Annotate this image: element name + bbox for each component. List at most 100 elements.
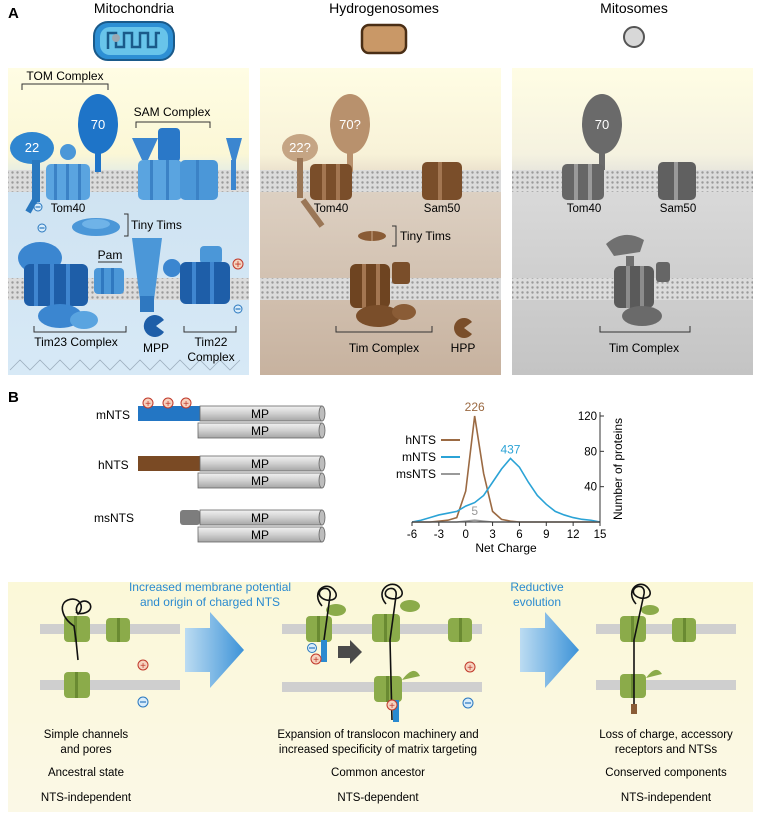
peak-label: 226 — [465, 400, 485, 414]
hydro-tim-complex-label: Tim Complex — [349, 341, 419, 355]
mitosome-sam50-channel: Sam50 — [658, 162, 696, 215]
stage-1-dependency: NTS-independent — [41, 792, 132, 804]
sam-complex — [132, 128, 242, 200]
mpp-label: MPP — [143, 341, 169, 355]
stage-3-captions: Loss of charge, accessory receptors and … — [599, 729, 733, 804]
mnts-mp-label-2: MP — [251, 424, 269, 438]
chart-legend: hNTS mNTS msNTS — [396, 433, 460, 481]
y-tick-label: 40 — [584, 482, 597, 494]
tom40-label: Tom40 — [51, 203, 86, 215]
x-tick-label: 0 — [463, 529, 469, 541]
mitosome-tom70-receptor: 70 — [582, 94, 622, 170]
hydrogenosomes-title: Hydrogenosomes — [329, 0, 439, 16]
hydro-tiny-tims: Tiny Tims — [358, 225, 451, 247]
ancestral-state-illustration: + — [40, 598, 180, 708]
stage-1-state: Ancestral state — [48, 767, 124, 779]
tom22-putative-receptor: 22? — [282, 134, 325, 228]
common-ancestor-illustration: + + + — [282, 583, 482, 722]
panel-b-label: B — [8, 389, 19, 406]
arrow2-text-1: Reductive — [510, 580, 564, 594]
small-arrow-icon — [338, 640, 362, 664]
pam-label: Pam — [98, 248, 123, 262]
mnts-segment — [138, 406, 200, 421]
hpp-protease: HPP — [451, 318, 475, 355]
mitosome-tim-complex-label: Tim Complex — [609, 341, 679, 355]
arrow2-text-2: evolution — [513, 595, 561, 609]
tom70-putative-receptor: 70? — [330, 94, 370, 172]
legend-label: hNTS — [405, 433, 436, 447]
mitochondria-panel: TOM Complex SAM Complex 22 70 Tom40 — [8, 68, 249, 375]
nts-diagram: mNTS MP MP + + + hNTS MP MP msNTS MP — [94, 397, 326, 543]
panel-a-label: A — [8, 5, 19, 22]
stage-2-desc-2: increased specificity of matrix targetin… — [279, 744, 477, 756]
tim23-complex: Pam Tim23 Complex — [18, 242, 127, 349]
tim22-label-1: Tim22 — [195, 335, 228, 349]
series-line — [411, 457, 601, 523]
svg-text:+: + — [467, 663, 473, 674]
stage-2-captions: Expansion of translocon machinery and in… — [277, 729, 478, 804]
tim22-complex: + Tim22 Complex — [163, 246, 244, 364]
conserved-components-illustration — [596, 583, 736, 714]
y-tick-label: 80 — [584, 446, 597, 458]
tom70-putative-label: 70? — [339, 117, 361, 132]
mpp-protease: MPP — [132, 238, 169, 355]
mitosome-icon — [623, 26, 645, 48]
hydro-tom40-channel: Tom40 — [310, 164, 352, 215]
stage-2-desc-1: Expansion of translocon machinery and — [277, 729, 478, 741]
x-tick-label: -3 — [434, 529, 444, 541]
stage-3-desc-2: receptors and NTSs — [615, 744, 718, 756]
stage-3-state: Conserved components — [605, 767, 727, 779]
stage-3-desc-1: Loss of charge, accessory — [599, 729, 733, 741]
x-tick-label: 15 — [594, 529, 607, 541]
mitochondrion-icon — [93, 21, 175, 61]
tom22-putative-label: 22? — [289, 140, 311, 155]
stage-1-captions: Simple channels and pores Ancestral stat… — [41, 729, 132, 804]
stage-3-dependency: NTS-independent — [621, 792, 712, 804]
hydro-tom40-label: Tom40 — [314, 203, 349, 215]
stage-1-desc-2: and pores — [60, 744, 111, 756]
msnts-mp-label-1: MP — [251, 511, 269, 525]
hydro-sam50-channel: Sam50 — [422, 162, 462, 215]
mitosomes-panel: 70 Tom40 Sam50 Tim Complex — [512, 68, 753, 375]
svg-text:+: + — [145, 399, 151, 410]
peak-label: 5 — [471, 504, 478, 518]
mnts-row-label: mNTS — [96, 408, 130, 422]
hnts-row-label: hNTS — [98, 458, 129, 472]
arrow1-text-1: Increased membrane potential — [129, 580, 291, 594]
svg-text:+: + — [140, 661, 146, 672]
tom40-channel: Tom40 — [46, 144, 90, 215]
mitosome-tom40-label: Tom40 — [567, 203, 602, 215]
mitosome-sam50-label: Sam50 — [660, 203, 696, 215]
x-tick-label: 9 — [543, 529, 549, 541]
stage-2-dependency: NTS-dependent — [337, 792, 419, 804]
x-tick-label: 6 — [516, 529, 522, 541]
msnts-segment — [180, 510, 200, 525]
legend-label: mNTS — [402, 450, 436, 464]
mitosome-tom70-label: 70 — [595, 117, 609, 132]
svg-text:+: + — [183, 399, 189, 410]
minus-charge-icon — [33, 202, 47, 233]
hydro-tiny-tims-label: Tiny Tims — [400, 229, 451, 243]
hydrogenosome-icon — [360, 23, 408, 55]
tom-complex-label: TOM Complex — [26, 69, 103, 83]
svg-text:+: + — [235, 259, 242, 271]
stage-1-desc-1: Simple channels — [44, 729, 129, 741]
tim22-label-2: Complex — [187, 350, 234, 364]
plus-charge-icon: + + + — [142, 397, 192, 410]
x-tick-label: 3 — [489, 529, 495, 541]
x-axis-label: Net Charge — [475, 541, 537, 555]
hydro-tim-complex: Tim Complex — [335, 262, 433, 355]
legend-label: msNTS — [396, 467, 436, 481]
hnts-mp-label-1: MP — [251, 457, 269, 471]
hydro-sam50-label: Sam50 — [424, 203, 460, 215]
tom70-receptor: 70 — [78, 94, 118, 172]
x-tick-label: 12 — [567, 529, 580, 541]
svg-text:+: + — [313, 655, 319, 666]
hnts-mp-label-2: MP — [251, 474, 269, 488]
tom70-label: 70 — [91, 117, 105, 132]
arrow-right-icon — [520, 612, 579, 688]
